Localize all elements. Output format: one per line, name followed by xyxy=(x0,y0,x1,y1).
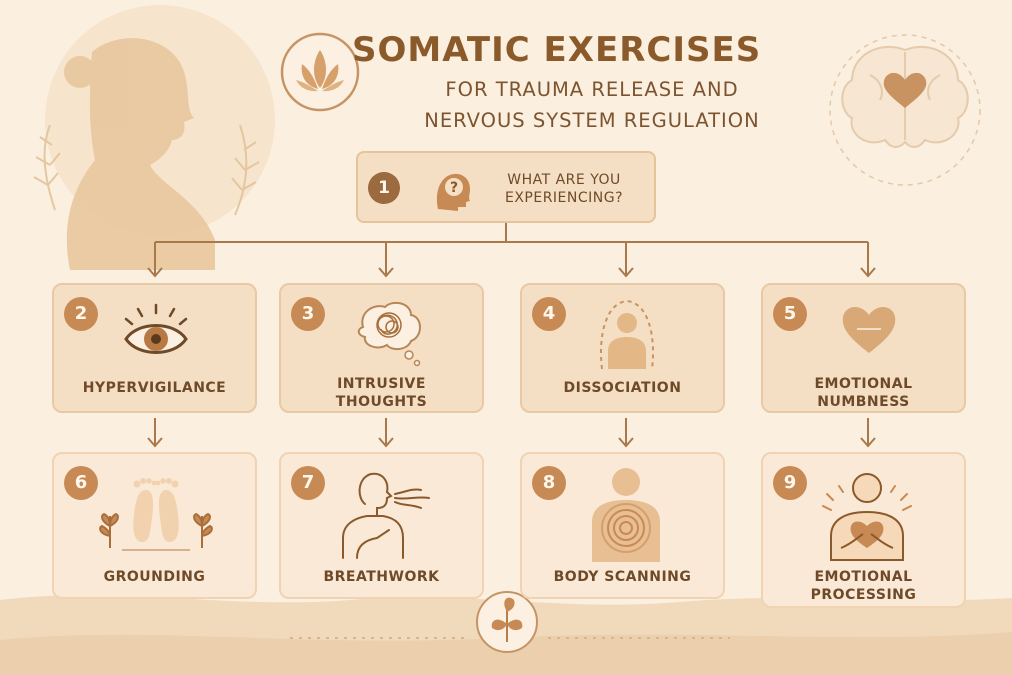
heart-hug-icon xyxy=(822,473,912,561)
eye-icon xyxy=(124,303,188,354)
thought-bubble-icon xyxy=(357,301,421,367)
symptom-label-line-1: EMOTIONAL xyxy=(814,376,913,392)
symptom-label-line-1: INTRUSIVE xyxy=(337,376,426,392)
feet-icon xyxy=(99,478,213,551)
head-question-icon: ? xyxy=(436,173,470,211)
exercise-label-line-2: PROCESSING xyxy=(810,587,917,603)
question-line-2: EXPERIENCING? xyxy=(504,190,624,206)
exercise-card-body-scanning[interactable]: 8 BODY SCANNING xyxy=(520,452,725,599)
step-number-badge: 7 xyxy=(291,466,325,500)
step-number-badge: 8 xyxy=(532,466,566,500)
svg-text:?: ? xyxy=(450,180,458,196)
person-outline-icon xyxy=(600,299,654,370)
page-title: SOMATIC EXERCISES xyxy=(352,30,762,70)
step-number-badge: 6 xyxy=(64,466,98,500)
subtitle-line-2: NERVOUS SYSTEM REGULATION xyxy=(424,109,760,132)
step-number-badge: 3 xyxy=(291,297,325,331)
exercise-card-emotional-processing[interactable]: 9 EMOTIONAL PROCESSING xyxy=(761,452,966,608)
question-line-1: WHAT ARE YOU xyxy=(507,172,621,188)
connector-lines xyxy=(147,223,876,448)
body-scan-icon xyxy=(592,468,660,562)
symptom-label-line-1: DISSOCIATION xyxy=(563,380,682,396)
sprout-icon xyxy=(476,591,538,653)
symptom-card-intrusive-thoughts[interactable]: 3 INTRUSIVE THOUGHTS xyxy=(279,283,484,413)
question-label: WHAT ARE YOU EXPERIENCING? xyxy=(484,171,644,207)
lotus-icon xyxy=(280,32,360,112)
exercise-label-line-1: GROUNDING xyxy=(103,569,206,585)
step-number-badge: 1 xyxy=(368,172,400,204)
symptom-card-dissociation[interactable]: 4 DISSOCIATION xyxy=(520,283,725,413)
brain-heart-icon xyxy=(829,34,981,186)
symptom-label-line-2: THOUGHTS xyxy=(335,394,428,410)
step-number-badge: 9 xyxy=(773,466,807,500)
symptom-label-line-2: NUMBNESS xyxy=(817,394,910,410)
breathing-person-icon xyxy=(342,472,430,559)
symptom-label-line-1: HYPERVIGILANCE xyxy=(82,380,227,396)
exercise-card-breathwork[interactable]: 7 BREATHWORK xyxy=(279,452,484,599)
step-number-badge: 5 xyxy=(773,297,807,331)
exercise-label-line-1: EMOTIONAL xyxy=(814,569,913,585)
woman-silhouette-icon xyxy=(64,38,215,270)
exercise-label-line-1: BREATHWORK xyxy=(323,569,440,585)
question-box[interactable]: 1 ? WHAT ARE YOU EXPERIENCING? xyxy=(356,151,656,223)
heart-icon xyxy=(842,306,896,353)
subtitle-line-1: FOR TRAUMA RELEASE AND xyxy=(445,78,739,101)
exercise-label-line-1: BODY SCANNING xyxy=(553,569,692,585)
symptom-card-hypervigilance[interactable]: 2 HYPERVIGILANCE xyxy=(52,283,257,413)
symptom-card-emotional-numbness[interactable]: 5 EMOTIONAL NUMBNESS xyxy=(761,283,966,413)
step-number-badge: 2 xyxy=(64,297,98,331)
exercise-card-grounding[interactable]: 6 GROUNDING xyxy=(52,452,257,599)
step-number-badge: 4 xyxy=(532,297,566,331)
